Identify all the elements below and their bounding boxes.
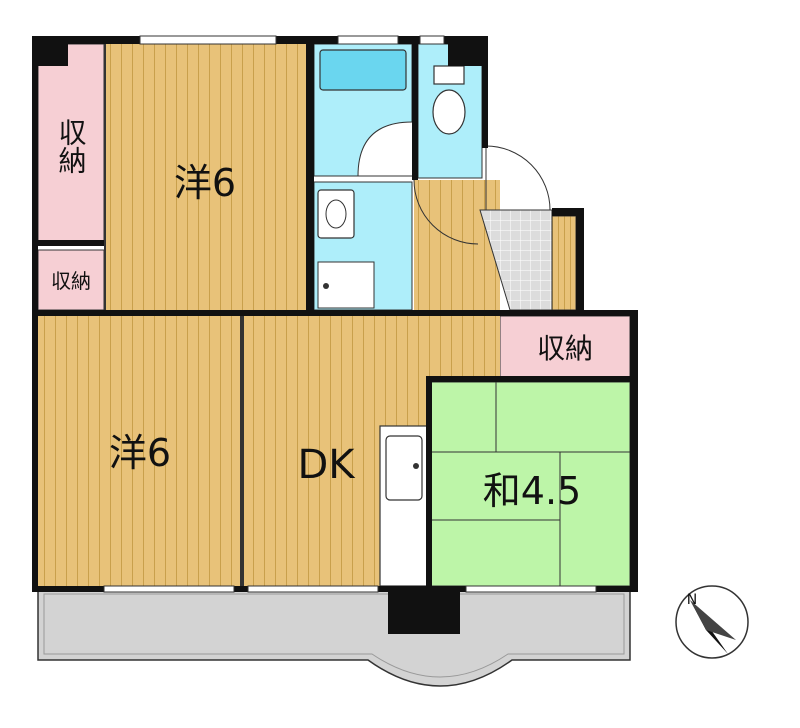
western-room-top-label: 洋6 [174, 161, 236, 205]
western-room-top-floor [104, 44, 308, 312]
western-room-left-floor [38, 316, 242, 586]
closet-top-left-label: 収納 [55, 118, 88, 174]
shoe-cabinet [551, 215, 577, 311]
windows [103, 35, 597, 593]
door-swings [413, 145, 551, 245]
japanese-room-label: 和4.5 [483, 469, 581, 513]
closet-top-left [37, 43, 105, 245]
closet-small-left-label: 収納 [51, 269, 91, 293]
western-room-left-label: 洋6 [109, 431, 171, 475]
toilet-room [417, 43, 483, 179]
compass-icon: N [675, 585, 749, 659]
room-type-text: 和 [483, 469, 521, 513]
svg-text:洋6: 洋6 [109, 431, 171, 475]
compass-north-label: N [687, 592, 697, 608]
balcony [37, 587, 631, 687]
closet-small-left [37, 249, 105, 311]
kitchen-counter [379, 425, 431, 587]
room-type-text: 洋 [174, 161, 212, 205]
room-type-text: 洋 [109, 431, 147, 475]
svg-text:洋6: 洋6 [174, 161, 236, 205]
dining-kitchen-label: DK [297, 442, 356, 488]
washroom [313, 181, 413, 311]
room-size-text: 6 [212, 161, 236, 205]
bathroom [313, 43, 413, 177]
room-size-text: 6 [147, 431, 171, 475]
room-size-text: 4.5 [521, 469, 581, 513]
closet-right-label: 収納 [537, 332, 593, 365]
japanese-room-floor [429, 381, 631, 587]
svg-text:和4.5: 和4.5 [483, 469, 581, 513]
hallway-floor [414, 180, 500, 314]
